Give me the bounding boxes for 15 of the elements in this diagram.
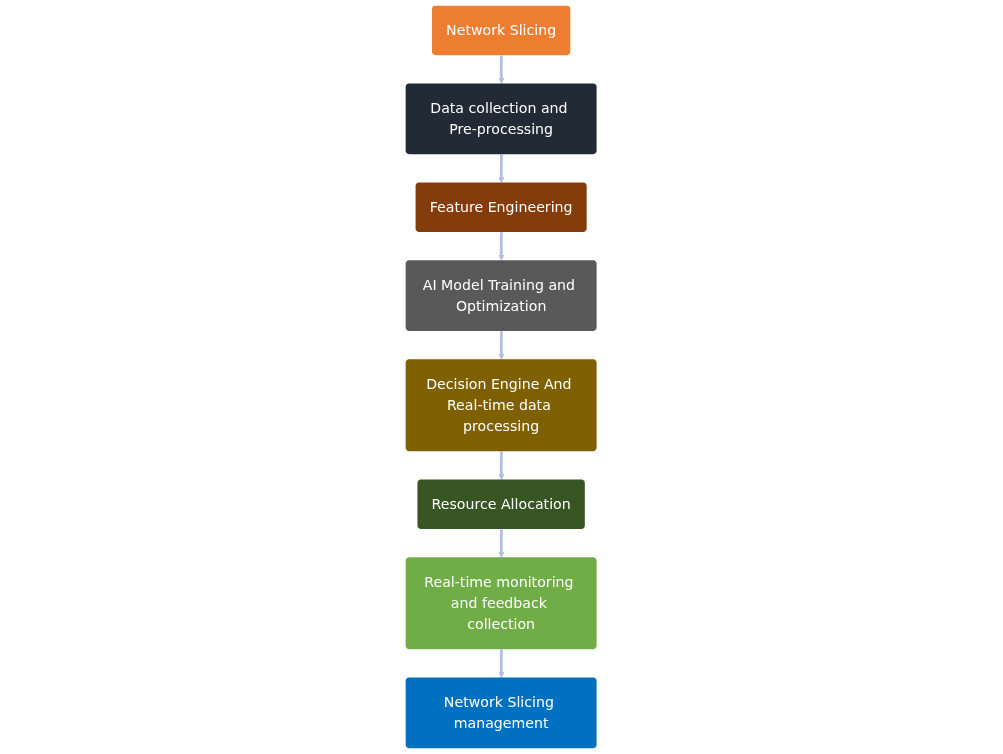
node-box: Resource Allocation [417,479,586,530]
node-box: Network Slicing management [406,677,597,749]
arrow [498,529,505,558]
arrow [498,232,505,261]
arrow [498,649,505,679]
node-box: Real-time monitoring and feedback collection [406,557,597,650]
node-box: Data collection and Pre-processing [406,83,597,155]
node-box: AI Model Training and Optimization [406,260,597,331]
arrow [498,154,505,184]
node-box: Decision Engine And Real-time data processing [406,359,597,452]
node-box: Network Slicing [432,5,571,56]
arrow [498,451,505,481]
arrow [498,55,505,85]
arrow [498,331,505,360]
node-box: Feature Engineering [415,182,588,232]
